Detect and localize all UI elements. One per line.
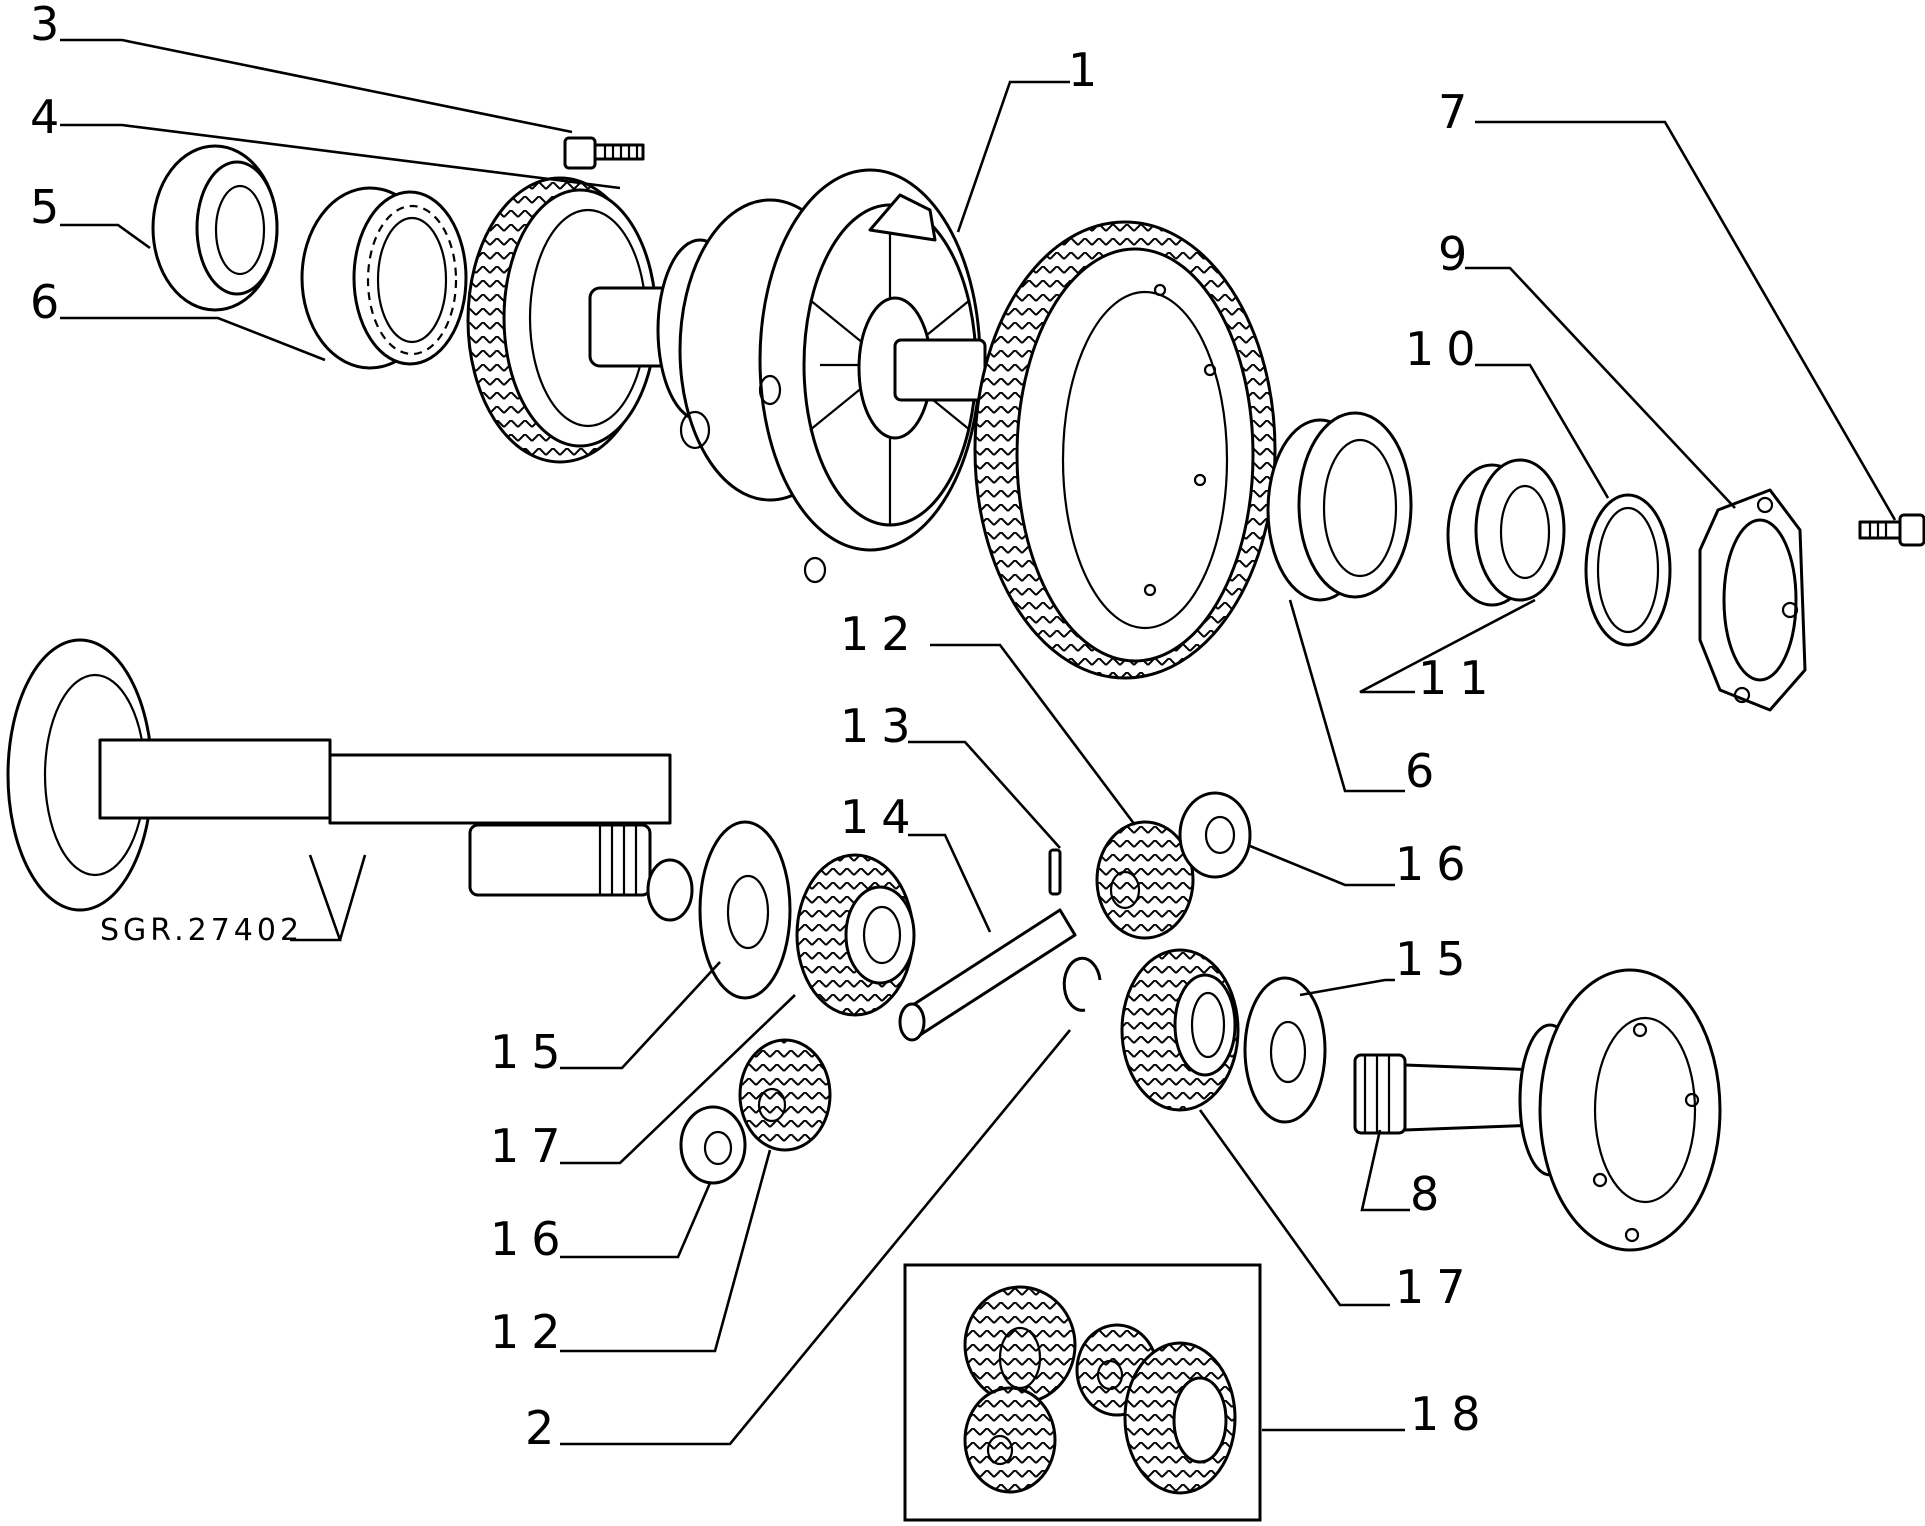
pinion-gear-part-12-upper <box>1095 820 1195 940</box>
callout-15-right: 15 <box>1395 932 1478 986</box>
callout-6-right: 6 <box>1405 744 1446 798</box>
thrust-washer-part-15-left <box>698 820 792 1000</box>
callout-6-left: 6 <box>30 275 71 329</box>
washer-part-16-lower <box>679 1105 747 1185</box>
drawing-code: SGR.27402 <box>100 913 303 948</box>
callout-16-upper: 16 <box>1395 837 1478 891</box>
callout-14: 14 <box>840 790 923 844</box>
roller-bearing-part-6-right <box>1266 411 1413 602</box>
callout-3: 3 <box>30 0 71 51</box>
pinion-gear-part-12-lower <box>738 1038 832 1152</box>
shim-ring-part-10 <box>1584 493 1672 647</box>
washer-part-16-upper <box>1178 791 1252 879</box>
toothed-ring-part-4 <box>466 176 658 464</box>
callout-15-left: 15 <box>490 1025 573 1079</box>
callout-4: 4 <box>30 90 71 144</box>
callout-8: 8 <box>1410 1167 1451 1221</box>
pinion-shaft-part-14 <box>898 908 1077 1042</box>
leader-lines <box>60 38 1897 1446</box>
callout-17-left: 17 <box>490 1119 573 1173</box>
flange-cover-part-9 <box>1698 488 1807 712</box>
bearing-cup-part-5 <box>151 144 279 312</box>
callout-10: 10 <box>1405 322 1488 376</box>
callout-7: 7 <box>1438 85 1479 139</box>
gear-kit-box-part-18 <box>903 1263 1262 1522</box>
callout-9: 9 <box>1438 227 1479 281</box>
callout-1: 1 <box>1068 43 1109 97</box>
callout-labels: 3 4 5 6 1 7 9 10 11 6 12 13 14 16 15 15 … <box>30 0 1501 1455</box>
side-gear-part-17-left <box>795 853 916 1017</box>
callout-11: 11 <box>1418 651 1501 705</box>
roller-bearing-part-6-left <box>300 186 468 370</box>
callout-18: 18 <box>1410 1387 1493 1441</box>
pin-part-13 <box>1048 848 1062 896</box>
differential-housing-part-1 <box>588 168 987 584</box>
side-gear-part-17-right <box>1120 948 1240 1112</box>
callout-12-upper: 12 <box>840 607 923 661</box>
callout-12-lower: 12 <box>490 1305 573 1359</box>
thrust-washer-part-15-right <box>1243 976 1327 1124</box>
callout-2: 2 <box>525 1401 566 1455</box>
right-axle-shaft-part-8 <box>1353 968 1722 1252</box>
circlip-part-2 <box>1062 956 1102 1012</box>
bolt-part-7 <box>1858 513 1925 547</box>
bolt-part-3 <box>563 136 645 170</box>
callout-17-right: 17 <box>1395 1260 1478 1314</box>
ring-gear <box>973 220 1277 680</box>
callout-16-lower: 16 <box>490 1212 573 1266</box>
left-axle-shaft <box>6 638 694 922</box>
callout-13: 13 <box>840 699 923 753</box>
bearing-cup-part-11 <box>1446 458 1566 607</box>
callout-5: 5 <box>30 180 71 234</box>
